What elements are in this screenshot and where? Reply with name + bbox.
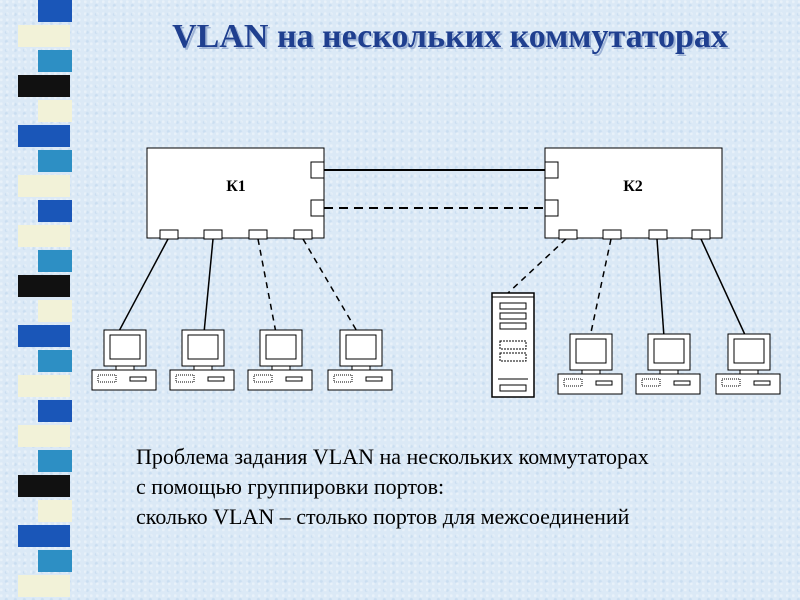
stripe-cell xyxy=(18,75,70,97)
stripe-cell xyxy=(18,575,70,597)
k2-uplink-port-1 xyxy=(544,161,559,179)
caption-line-3: сколько VLAN – столько портов для межсое… xyxy=(136,504,630,529)
workstation-icon xyxy=(557,333,623,395)
stripe-cell xyxy=(38,550,72,572)
link-k1-host-1 xyxy=(117,238,169,334)
stripe-cell xyxy=(38,300,72,322)
caption-line-2: с помощью группировки портов: xyxy=(136,474,445,499)
stripe-cell xyxy=(18,475,70,497)
stripe-cell xyxy=(18,525,70,547)
stripe-cell xyxy=(38,400,72,422)
workstation-icon xyxy=(715,333,781,395)
link-k2-host-2 xyxy=(589,238,612,338)
slide-caption: Проблема задания VLAN на нескольких комм… xyxy=(136,442,796,532)
k1-uplink-port-2 xyxy=(310,199,325,217)
stripe-cell xyxy=(18,425,70,447)
link-k1-host-3 xyxy=(257,238,277,334)
switch-k1-label: К1 xyxy=(226,178,246,195)
k1-port-2 xyxy=(203,229,223,240)
stripe-cell xyxy=(18,325,70,347)
workstation-icon xyxy=(169,329,235,391)
k2-port-4 xyxy=(691,229,711,240)
stripe-cell xyxy=(38,50,72,72)
link-k1-host-2 xyxy=(203,238,214,334)
stripe-cell xyxy=(38,250,72,272)
workstation-icon xyxy=(247,329,313,391)
stripe-cell xyxy=(38,150,72,172)
k2-port-3 xyxy=(648,229,668,240)
stripe-cell xyxy=(18,125,70,147)
k2-port-2 xyxy=(602,229,622,240)
stripe-cell xyxy=(38,200,72,222)
stripe-cell xyxy=(18,275,70,297)
slide-title: VLAN на нескольких коммутаторах xyxy=(172,18,728,55)
stripe-cell xyxy=(38,450,72,472)
workstation-icon xyxy=(91,329,157,391)
stripe-cell xyxy=(38,0,72,22)
stripe-cell xyxy=(38,500,72,522)
stripe-cell xyxy=(18,25,70,47)
stripe-cell xyxy=(18,175,70,197)
k2-port-1 xyxy=(558,229,578,240)
link-k2-host-4 xyxy=(700,238,747,338)
workstation-icon xyxy=(327,329,393,391)
switch-k1: К1 xyxy=(146,147,325,240)
k1-port-4 xyxy=(293,229,313,240)
switch-k2-label: К2 xyxy=(623,178,643,195)
stripe-cell xyxy=(18,225,70,247)
link-k2-host-3 xyxy=(656,238,665,338)
switch-k2: К2 xyxy=(544,147,723,240)
workstation-icon xyxy=(635,333,701,395)
k1-uplink-port-1 xyxy=(310,161,325,179)
decorative-stripe xyxy=(0,0,90,600)
k1-port-1 xyxy=(159,229,179,240)
stripe-cell xyxy=(18,375,70,397)
stripe-cell xyxy=(38,350,72,372)
caption-line-1: Проблема задания VLAN на нескольких комм… xyxy=(136,444,649,469)
server-icon xyxy=(491,292,535,398)
link-k1-host-4 xyxy=(302,238,359,334)
stripe-cell xyxy=(38,100,72,122)
k2-uplink-port-2 xyxy=(544,199,559,217)
link-k2-server xyxy=(507,238,567,294)
k1-port-3 xyxy=(248,229,268,240)
